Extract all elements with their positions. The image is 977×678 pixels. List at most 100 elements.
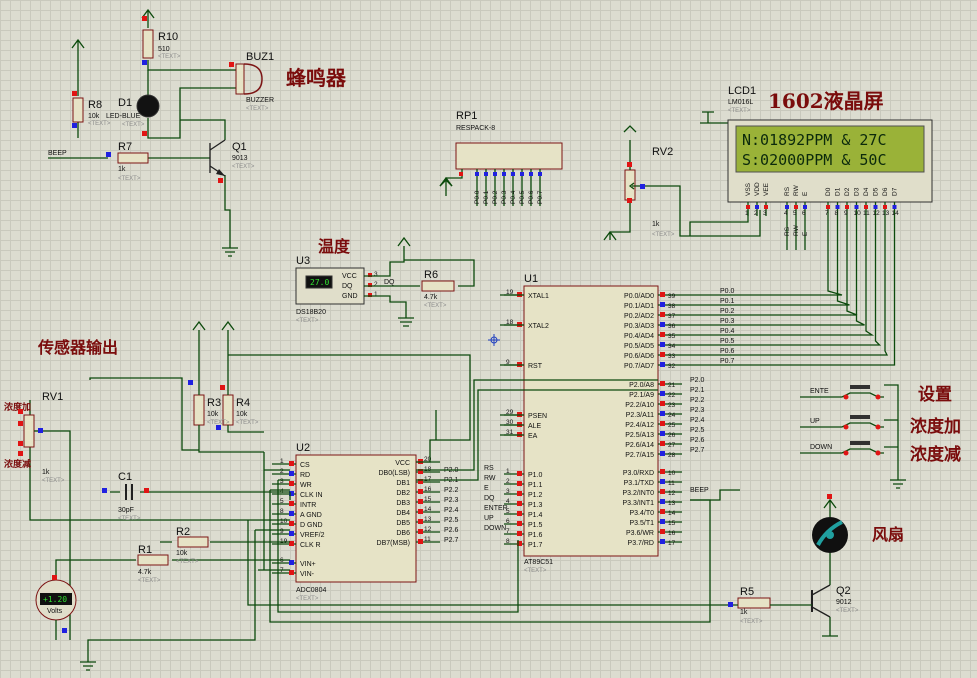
rp1-pin-label: P0.5 (519, 190, 526, 204)
u2-right-pin-marker (418, 529, 423, 534)
u2-left-pin-marker (289, 471, 294, 476)
u2-right-pin-label: DB1 (396, 480, 410, 487)
r2-ref: R2 (176, 526, 190, 538)
lcd-pin-marker (835, 205, 840, 209)
d1-ref: D1 (118, 97, 132, 109)
u2-right-pin-number: 15 (424, 496, 432, 503)
u1-right-pin-number: 15 (668, 520, 676, 527)
u1-right-pin-label: P2.5/A13 (625, 432, 654, 439)
p0-bus-wire (682, 216, 865, 326)
r1-value: 4.7k (138, 569, 152, 576)
u2-left-pin-marker (289, 541, 294, 546)
r1-tpl: <TEXT> (138, 578, 161, 584)
r8-tpl: <TEXT> (88, 121, 111, 127)
lcd-line-1: N:01892PPM & 27C (742, 131, 887, 149)
button-pin (843, 394, 849, 400)
lcd-control-label: RW (793, 224, 800, 236)
p0-bus-wire (682, 216, 858, 316)
u2-left-pin-marker (289, 481, 294, 486)
u1-right-pin-label: P0.5/AD5 (624, 343, 654, 350)
u1-right-pin-number: 38 (668, 303, 676, 310)
u1-right-pin-marker (660, 352, 665, 357)
meter-reading: +1.20 (43, 595, 67, 604)
u1-right-pin-marker (660, 519, 665, 524)
lcd-pin-label: D3 (854, 187, 861, 196)
r5-tpl: <TEXT> (740, 619, 763, 625)
u3-reading: 27.0 (310, 278, 329, 287)
u3-pin-label: DQ (342, 283, 353, 290)
u1-left-pin-label: PSEN (528, 413, 547, 420)
u1-right-pin-marker (660, 451, 665, 456)
u1-right-pin-marker (660, 431, 665, 436)
button-actuator[interactable] (850, 415, 870, 419)
u1-right-pin-number: 26 (668, 432, 676, 439)
u1-left-pin-label: XTAL2 (528, 323, 549, 330)
u1-left-pin-label: ALE (528, 423, 542, 430)
u1-right-pin-label: P2.3/A11 (626, 412, 654, 419)
fan-driver: R5 1k <TEXT> Q2 9012 <TEXT> BEEP (690, 487, 859, 637)
u1-left-pin-marker (517, 511, 522, 516)
u3-pin-marker (368, 283, 372, 287)
u1-p2-net-label: P2.2 (690, 397, 705, 404)
u2-right-pin-marker (418, 489, 423, 494)
u1-right-pin-marker (660, 479, 665, 484)
u1-right-pin-number: 10 (668, 470, 676, 477)
u1-right-pin-marker (660, 332, 665, 337)
lcd-pin-number: 10 (854, 210, 862, 217)
u1-right-pin-number: 32 (668, 363, 676, 370)
lcd-pin-marker (785, 205, 789, 209)
lcd-pin-marker (845, 205, 849, 209)
r10-ref: R10 (158, 31, 178, 43)
lcd-pin-label: VSS (745, 182, 752, 196)
lcd-pin-label: RS (784, 186, 791, 196)
q2-tpl: <TEXT> (836, 608, 859, 614)
u2-right-pin-label: DB5 (396, 520, 410, 527)
u1-right-pin-marker (660, 509, 665, 514)
lcd-pin-number: 12 (873, 210, 881, 217)
rp1-value: RESPACK-8 (456, 125, 495, 132)
rp1-pin-label: P0.2 (492, 190, 499, 204)
button-actuator[interactable] (850, 385, 870, 389)
r6-tpl: <TEXT> (424, 303, 447, 309)
u1-right-pin-label: P0.2/AD2 (624, 313, 654, 320)
u1-left-pin-label: P1.2 (528, 492, 543, 499)
u1-right-pin-label: P3.1/TXD (624, 480, 654, 487)
u1-right-pin-label: P3.6/WR (626, 530, 654, 537)
u1-right-pin-number: 37 (668, 313, 676, 320)
buz1-tpl: <TEXT> (246, 106, 269, 112)
u3-value: DS18B20 (296, 309, 326, 316)
button-actuator[interactable] (850, 441, 870, 445)
p0-bus-wire (682, 216, 850, 306)
u2-left-pin-number: 3 (280, 478, 284, 485)
u1-right-pin-number: 25 (668, 422, 676, 429)
u2-right-pin-number: 16 (424, 486, 432, 493)
rv1-ref: RV1 (42, 391, 63, 403)
u1-right-pin-label: P3.5/T1 (629, 520, 654, 527)
u1-right-pin-number: 36 (668, 323, 676, 330)
q1-ref: Q1 (232, 141, 247, 153)
lcd-pin-marker (864, 205, 868, 209)
u2-left-pin-label: CLK IN (300, 492, 323, 499)
u1-p1-net-label: ENTER (484, 505, 508, 512)
u2-right-pin-label: DB0(LSB) (378, 470, 410, 477)
u1-right-pin-marker (660, 391, 665, 396)
u1-left-pin-number: 4 (506, 498, 510, 505)
meter-unit: Volts (47, 608, 63, 615)
u1-right-pin-marker (660, 362, 665, 367)
lcd-pin-label: E (802, 191, 809, 196)
bus-wiring (416, 294, 658, 481)
lcd-pin-label: D0 (825, 187, 832, 196)
u1-p0-net-label: P0.4 (720, 328, 735, 335)
r7-tpl: <TEXT> (118, 176, 141, 182)
r4-tpl: <TEXT> (236, 420, 259, 426)
u1-p2-net-label: P2.4 (690, 417, 705, 424)
u2-left-pin-number: 10 (280, 518, 288, 525)
beep-net-left: BEEP (48, 150, 67, 157)
u2-right-pin-number: 12 (424, 526, 432, 533)
u1-right-pin-number: 39 (668, 293, 676, 300)
u1-right-pin-marker (660, 489, 665, 494)
p0-bus-wire (682, 216, 875, 336)
